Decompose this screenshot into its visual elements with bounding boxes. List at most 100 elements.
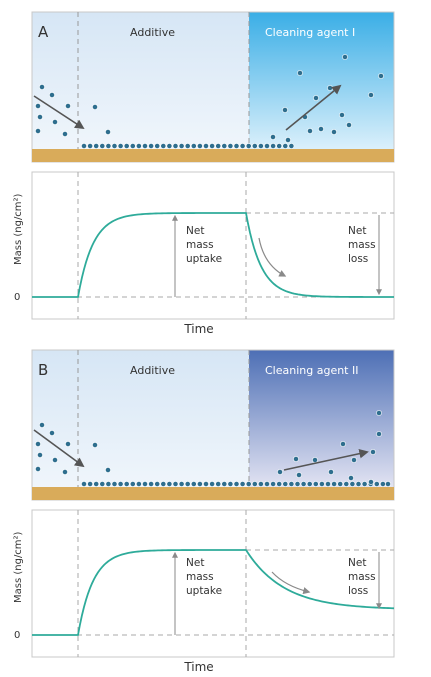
desorption-arrow: [283, 448, 369, 471]
mass-curve: [32, 549, 395, 636]
particle: [227, 143, 234, 149]
particle: [166, 143, 173, 149]
agent-region: [249, 350, 394, 500]
particle: [117, 481, 124, 487]
particle: [306, 481, 313, 487]
particle: [105, 467, 111, 473]
particle: [81, 481, 87, 487]
particle: [209, 143, 215, 149]
particle: [282, 143, 289, 149]
particle: [312, 481, 319, 487]
particle: [233, 143, 240, 149]
particle: [368, 92, 374, 98]
uptake-line-1: Net: [186, 225, 204, 237]
loss-line-2: mass: [348, 571, 376, 583]
panel-b: B Additive Cleaning agent II Net mass up…: [13, 349, 395, 674]
particle: [111, 143, 118, 149]
particle: [196, 481, 203, 487]
particle: [35, 466, 41, 472]
particle: [105, 129, 111, 135]
particle: [184, 481, 191, 487]
particle: [270, 481, 276, 487]
particle: [251, 143, 258, 149]
particle: [87, 143, 93, 149]
particle: [92, 104, 98, 110]
particle: [87, 481, 93, 487]
particle: [361, 481, 368, 487]
particle: [49, 430, 55, 436]
loss-line-1: Net: [348, 557, 366, 569]
particle: [154, 481, 161, 487]
particle: [227, 481, 234, 487]
particle: [215, 143, 222, 149]
particle: [35, 441, 41, 447]
decay-arrow: [258, 237, 287, 277]
particle: [355, 481, 362, 487]
particle: [135, 481, 142, 487]
particle: [376, 431, 382, 437]
particle: [111, 481, 118, 487]
substrate: [32, 487, 394, 500]
particle: [264, 143, 270, 149]
particle: [37, 452, 43, 458]
particle: [172, 143, 179, 149]
particle: [270, 143, 276, 149]
desorption-arrow: [285, 84, 342, 131]
particle: [142, 481, 148, 487]
schematic-b: B Additive Cleaning agent II: [31, 349, 395, 501]
particle: [184, 143, 191, 149]
particle: [123, 143, 130, 149]
particle: [105, 143, 112, 149]
particle: [276, 143, 283, 149]
particle: [160, 143, 167, 149]
particle: [376, 410, 382, 416]
particle: [65, 103, 71, 109]
particle: [62, 131, 68, 137]
time-axis-label: Time: [183, 322, 213, 336]
particle: [239, 143, 246, 149]
particle: [297, 70, 303, 76]
particle: [49, 92, 55, 98]
particle: [307, 128, 313, 134]
particle: [343, 481, 350, 487]
adsorption-arrow: [33, 95, 85, 130]
graph-b: Net mass uptake Net mass loss 0 Mass (ng…: [13, 509, 395, 674]
particle: [81, 143, 87, 149]
particle: [300, 481, 307, 487]
particle: [99, 143, 106, 149]
adsorption-arrow: [33, 429, 85, 468]
particle: [190, 143, 197, 149]
particle: [65, 441, 71, 447]
zero-label: 0: [14, 630, 20, 641]
agent-label: Cleaning agent II: [265, 364, 358, 377]
zero-label: 0: [14, 292, 20, 303]
loss-line-3: loss: [348, 585, 368, 597]
mass-curve: [32, 212, 394, 298]
particles: [35, 54, 384, 149]
decay-arrow: [271, 571, 311, 595]
particle: [373, 481, 380, 487]
particle: [178, 143, 185, 149]
particle: [123, 481, 130, 487]
additive-region: [32, 350, 249, 500]
particle: [337, 481, 344, 487]
particle: [346, 122, 352, 128]
particle: [313, 95, 319, 101]
particle: [190, 481, 197, 487]
additive-label: Additive: [130, 26, 175, 39]
particle: [264, 481, 270, 487]
particle: [35, 103, 41, 109]
particle: [37, 114, 43, 120]
particle: [105, 481, 112, 487]
particle: [339, 112, 345, 118]
particle: [331, 481, 337, 487]
schematic-a: A Additive Cleaning agent I: [31, 11, 395, 163]
particle: [129, 481, 136, 487]
particle: [318, 126, 324, 132]
panel-letter: B: [38, 361, 48, 379]
uptake-line-1: Net: [186, 557, 204, 569]
particle: [294, 481, 301, 487]
particle: [203, 481, 209, 487]
particle: [385, 481, 391, 487]
particle: [245, 481, 252, 487]
